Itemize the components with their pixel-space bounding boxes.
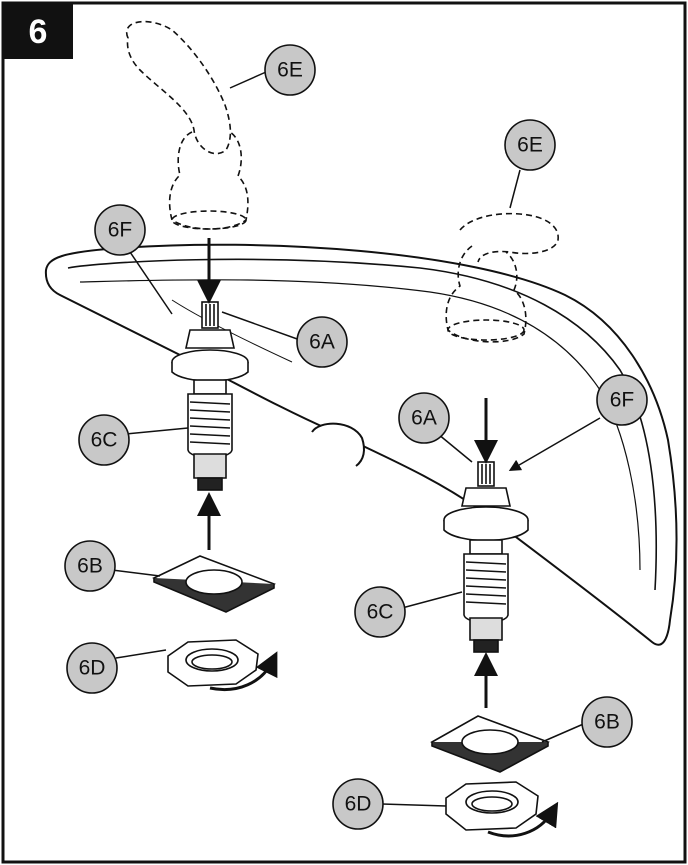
callout-6e-right: 6E bbox=[504, 119, 556, 171]
left-nut bbox=[167, 639, 259, 687]
callout-6c-left: 6C bbox=[78, 414, 130, 466]
callout-6d-right: 6D bbox=[332, 778, 384, 830]
svg-text:6F: 6F bbox=[108, 219, 133, 242]
svg-text:6E: 6E bbox=[517, 134, 543, 157]
left-rotation-arrow bbox=[209, 651, 278, 691]
callout-6a-left: 6A bbox=[296, 316, 348, 368]
callout-6a-right: 6A bbox=[398, 392, 450, 444]
svg-text:6B: 6B bbox=[594, 711, 620, 734]
svg-text:6C: 6C bbox=[91, 429, 118, 452]
svg-text:6B: 6B bbox=[77, 555, 103, 578]
direction-arrows bbox=[197, 238, 498, 708]
callout-6f-right: 6F bbox=[596, 374, 648, 426]
right-nut bbox=[445, 781, 539, 831]
callout-6d-left: 6D bbox=[66, 642, 118, 694]
right-rotation-arrow bbox=[487, 801, 559, 838]
step-badge: 6 bbox=[3, 3, 73, 59]
callout-6b-right: 6B bbox=[581, 696, 633, 748]
left-handle bbox=[125, 20, 249, 230]
right-handle bbox=[445, 212, 559, 343]
svg-text:6F: 6F bbox=[610, 389, 635, 412]
svg-text:6A: 6A bbox=[411, 407, 437, 430]
right-gasket bbox=[430, 715, 550, 773]
svg-text:6E: 6E bbox=[277, 59, 303, 82]
callout-6f-left: 6F bbox=[94, 204, 146, 256]
callout-6c-right: 6C bbox=[354, 586, 406, 638]
svg-text:6C: 6C bbox=[367, 601, 394, 624]
svg-text:6D: 6D bbox=[79, 657, 106, 680]
callout-6e-left: 6E bbox=[264, 44, 316, 96]
step-number: 6 bbox=[29, 13, 48, 51]
left-valve-assembly bbox=[171, 301, 249, 491]
svg-text:6A: 6A bbox=[309, 331, 335, 354]
svg-text:6D: 6D bbox=[345, 793, 372, 816]
right-valve-assembly bbox=[443, 461, 529, 653]
left-gasket bbox=[152, 555, 276, 613]
callout-6b-left: 6B bbox=[64, 540, 116, 592]
leader-lines bbox=[111, 71, 601, 807]
